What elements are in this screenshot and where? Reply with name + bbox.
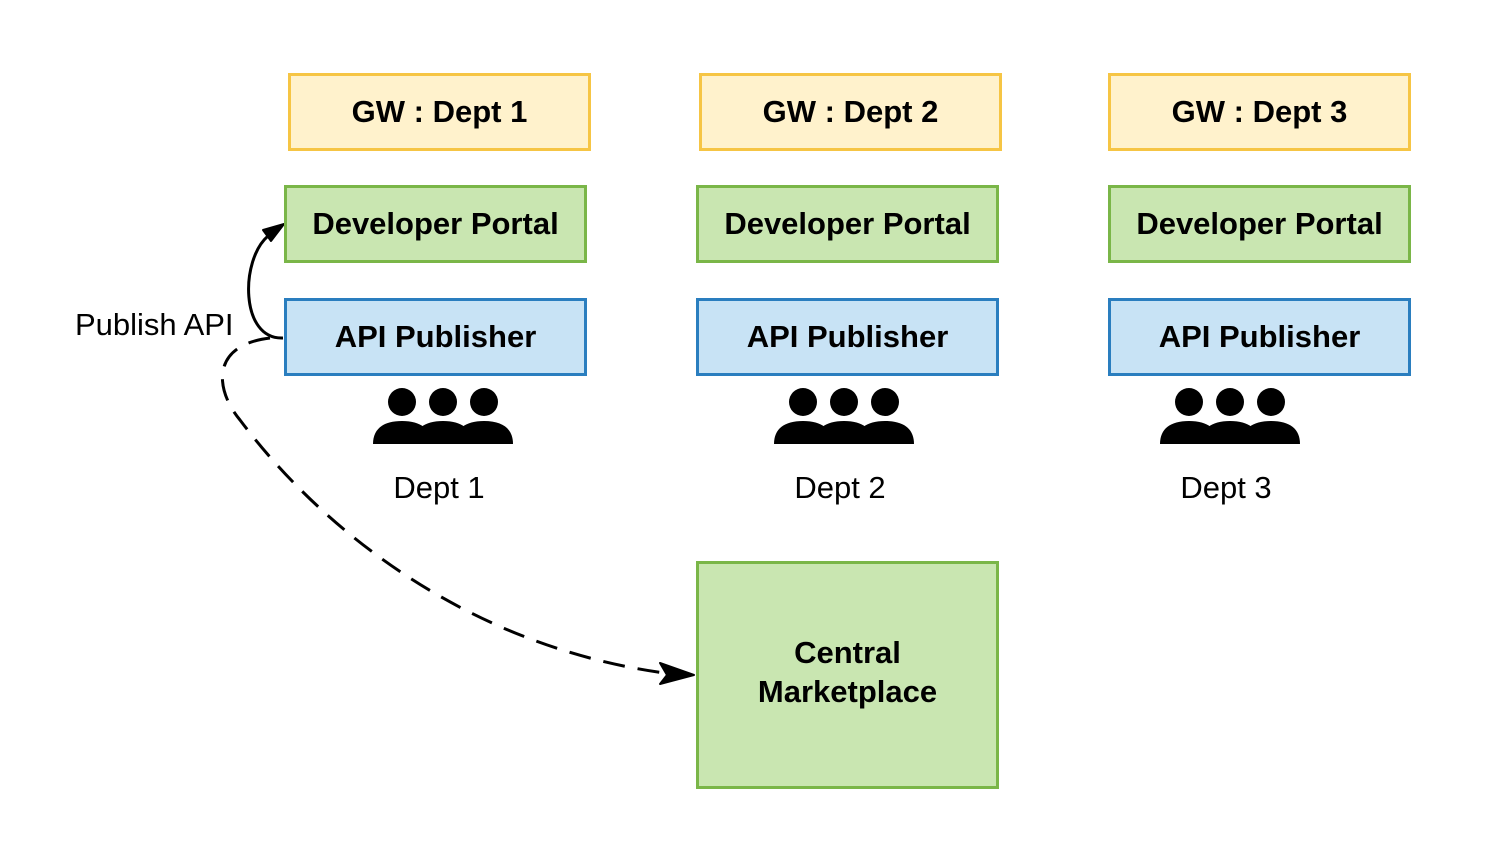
publish-to-marketplace-arrow: [221, 336, 673, 676]
publish-to-portal-arrowhead: [262, 223, 285, 242]
group-of-people-icon: [373, 388, 513, 444]
group-of-people-icon: [1160, 388, 1300, 444]
publish-to-marketplace-arrowhead: [659, 662, 695, 685]
api-publisher-dept-2[interactable]: API Publisher: [696, 298, 999, 376]
developer-portal-dept-3[interactable]: Developer Portal: [1108, 185, 1411, 263]
central-marketplace[interactable]: Central Marketplace: [696, 561, 999, 789]
gateway-dept-2[interactable]: GW : Dept 2: [699, 73, 1002, 151]
publish-to-portal-arrow: [247, 234, 284, 340]
marketplace-line-1: Central: [794, 635, 901, 671]
group-of-people-icon: [774, 388, 914, 444]
api-publisher-dept-3[interactable]: API Publisher: [1108, 298, 1411, 376]
developer-portal-dept-2[interactable]: Developer Portal: [696, 185, 999, 263]
publish-api-label: Publish API: [75, 307, 234, 342]
developer-portal-dept-1[interactable]: Developer Portal: [284, 185, 587, 263]
team-label-dept-2: Dept 2: [794, 470, 886, 505]
gateway-dept-1[interactable]: GW : Dept 1: [288, 73, 591, 151]
team-label-dept-1: Dept 1: [393, 470, 485, 505]
gateway-dept-3[interactable]: GW : Dept 3: [1108, 73, 1411, 151]
marketplace-line-2: Marketplace: [757, 674, 938, 709]
api-publisher-dept-1[interactable]: API Publisher: [284, 298, 587, 376]
team-label-dept-3: Dept 3: [1180, 470, 1272, 505]
